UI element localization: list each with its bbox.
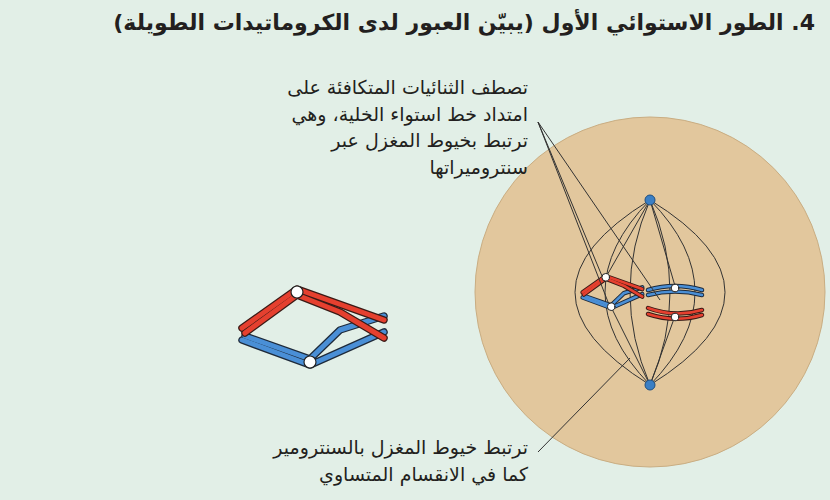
centromere [602, 274, 610, 282]
chromatid-outline [584, 279, 642, 297]
spindle [575, 200, 725, 385]
leader-line [538, 358, 630, 452]
callout-text: تصطف الثنائيات المتكافئة على امتداد خط ا… [266, 74, 528, 180]
leader-lines [538, 122, 660, 452]
tetrad-inset [242, 286, 384, 368]
centromere [671, 284, 679, 292]
leader-line [538, 122, 660, 300]
tetrad [648, 284, 702, 321]
centromere [291, 286, 303, 298]
centromere [607, 303, 615, 311]
spindle-fiber [575, 200, 650, 385]
chromatid-outline [245, 295, 384, 338]
spindle-fiber [611, 307, 650, 385]
title: 4. الطور الاستوائي الأول (يبيّن العبور ل… [113, 10, 815, 35]
spindle-pole [645, 195, 655, 205]
leader-line [538, 122, 602, 276]
spindle-fiber [606, 200, 650, 277]
centromere [304, 356, 316, 368]
tetrad [583, 274, 643, 311]
callout-text: ترتبط خيوط المغزل بالسنترومير كما في الا… [266, 434, 528, 487]
spindle-pole [645, 380, 655, 390]
leader-line [538, 122, 608, 302]
spindle-fiber [650, 316, 675, 385]
spindle-fiber [650, 200, 675, 286]
centromere [671, 313, 679, 321]
red-chromatid [584, 279, 642, 297]
red-chromatid [245, 295, 384, 338]
